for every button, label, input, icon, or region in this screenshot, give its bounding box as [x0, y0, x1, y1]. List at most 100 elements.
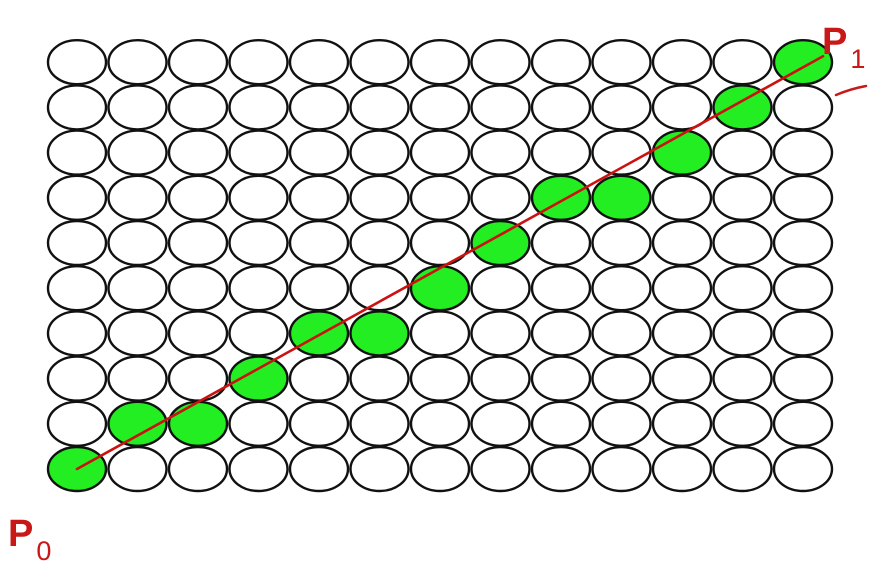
unlit-pixel: [349, 39, 410, 86]
unlit-pixel: [46, 84, 108, 131]
unlit-pixel: [167, 39, 229, 86]
unlit-pixel: [288, 400, 350, 447]
unlit-pixel: [409, 129, 471, 176]
unlit-pixel: [46, 265, 108, 312]
unlit-pixel: [349, 129, 410, 176]
unlit-pixel: [651, 355, 713, 402]
unlit-pixel: [651, 265, 713, 312]
unlit-pixel: [470, 400, 531, 447]
unlit-pixel: [712, 265, 773, 312]
unlit-pixel: [228, 310, 289, 357]
lit-pixel: [651, 129, 713, 176]
unlit-pixel: [530, 39, 592, 86]
unlit-pixel: [772, 310, 834, 357]
unlit-pixel: [46, 219, 108, 267]
unlit-pixel: [470, 174, 531, 222]
unlit-pixel: [107, 219, 168, 267]
end-point-subscript: 1: [850, 44, 865, 74]
unlit-pixel: [228, 174, 289, 222]
unlit-pixel: [712, 445, 773, 493]
unlit-pixel: [651, 445, 713, 493]
unlit-pixel: [167, 310, 229, 357]
unlit-pixel: [651, 39, 713, 86]
lit-pixel: [228, 355, 289, 402]
unlit-pixel: [288, 84, 350, 131]
lit-pixel: [349, 310, 410, 357]
unlit-pixel: [591, 219, 652, 267]
unlit-pixel: [712, 39, 773, 86]
unlit-pixel: [651, 84, 713, 131]
unlit-pixel: [591, 445, 652, 493]
unlit-pixel: [167, 129, 229, 176]
unlit-pixel: [530, 355, 592, 402]
unlit-pixel: [470, 310, 531, 357]
unlit-pixel: [349, 219, 410, 267]
unlit-pixel: [772, 355, 834, 402]
unlit-pixel: [409, 174, 471, 222]
unlit-pixel: [288, 265, 350, 312]
unlit-pixel: [349, 445, 410, 493]
lit-pixel: [470, 219, 531, 267]
unlit-pixel: [349, 265, 410, 312]
unlit-pixel: [288, 129, 350, 176]
unlit-pixel: [167, 84, 229, 131]
lit-pixel: [712, 84, 773, 131]
ideal-line-p0-p1: [75, 54, 825, 471]
unlit-pixel: [409, 400, 471, 447]
unlit-pixel: [591, 310, 652, 357]
unlit-pixel: [591, 265, 652, 312]
unlit-pixel: [651, 174, 713, 222]
pixel-grid: [46, 39, 834, 493]
unlit-pixel: [470, 129, 531, 176]
unlit-pixel: [107, 84, 168, 131]
unlit-pixel: [409, 84, 471, 131]
unlit-pixel: [167, 445, 229, 493]
unlit-pixel: [349, 400, 410, 447]
end-point-letter: P: [822, 21, 847, 63]
unlit-pixel: [46, 400, 108, 447]
lit-pixel: [772, 39, 834, 86]
start-point-letter: P: [8, 513, 33, 555]
unlit-pixel: [530, 265, 592, 312]
unlit-pixel: [712, 310, 773, 357]
unlit-pixel: [409, 39, 471, 86]
unlit-pixel: [288, 39, 350, 86]
unlit-pixel: [591, 39, 652, 86]
start-point-subscript: 0: [36, 536, 51, 566]
unlit-pixel: [591, 355, 652, 402]
unlit-pixel: [530, 84, 592, 131]
unlit-pixel: [46, 129, 108, 176]
unlit-pixel: [470, 265, 531, 312]
unlit-pixel: [470, 355, 531, 402]
unlit-pixel: [167, 265, 229, 312]
unlit-pixel: [228, 129, 289, 176]
unlit-pixel: [470, 84, 531, 131]
unlit-pixel: [772, 445, 834, 493]
unlit-pixel: [107, 355, 168, 402]
unlit-pixel: [772, 219, 834, 267]
unlit-pixel: [409, 445, 471, 493]
unlit-pixel: [228, 445, 289, 493]
unlit-pixel: [46, 310, 108, 357]
lit-pixel: [409, 265, 471, 312]
unlit-pixel: [530, 219, 592, 267]
unlit-pixel: [591, 84, 652, 131]
unlit-pixel: [591, 400, 652, 447]
unlit-pixel: [712, 129, 773, 176]
unlit-pixel: [228, 39, 289, 86]
unlit-pixel: [288, 174, 350, 222]
lit-pixel: [167, 400, 229, 447]
unlit-pixel: [349, 355, 410, 402]
unlit-pixel: [107, 445, 168, 493]
unlit-pixel: [288, 445, 350, 493]
unlit-pixel: [349, 174, 410, 222]
unlit-pixel: [167, 174, 229, 222]
unlit-pixel: [228, 84, 289, 131]
unlit-pixel: [530, 129, 592, 176]
unlit-pixel: [651, 400, 713, 447]
unlit-pixel: [46, 39, 108, 86]
unlit-pixel: [228, 265, 289, 312]
unlit-pixel: [107, 174, 168, 222]
